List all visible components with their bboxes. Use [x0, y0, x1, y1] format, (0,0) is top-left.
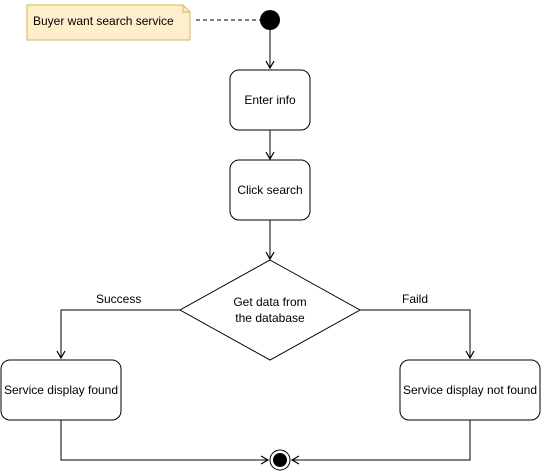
service-not-found-label: Service display not found [402, 383, 538, 397]
edge-failed-label: Faild [402, 292, 429, 306]
click-search-label: Click search [237, 183, 303, 197]
edge-notfound-final [290, 420, 471, 465]
note-shape[interactable] [26, 4, 191, 41]
final-node-inner [273, 453, 287, 467]
initial-node[interactable] [260, 10, 280, 30]
note-fold [182, 5, 190, 13]
decision-label-line1: Get data from [233, 295, 307, 309]
edge-success [56, 309, 180, 360]
service-found-label: Service display found [3, 383, 119, 397]
edge-failed [360, 309, 475, 360]
edge-found-final [60, 420, 270, 465]
decision-node[interactable] [178, 259, 362, 361]
note-text: Buyer want search service [33, 14, 174, 28]
decision-label: Get data from the database [200, 290, 340, 330]
edge-success-label: Success [96, 292, 142, 306]
decision-label-line2: the database [235, 311, 305, 325]
enter-info-label: Enter info [244, 93, 296, 107]
